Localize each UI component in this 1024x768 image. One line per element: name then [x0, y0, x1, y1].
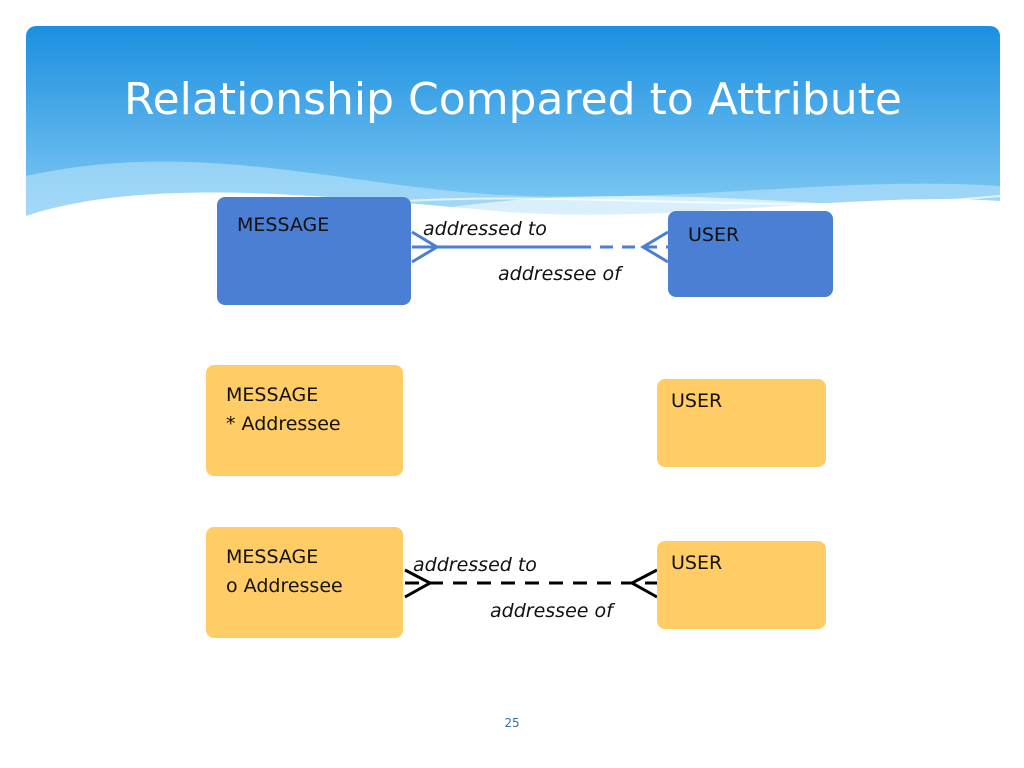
- slide-title: Relationship Compared to Attribute: [123, 74, 903, 125]
- entity-attribute: * Addressee: [226, 413, 341, 435]
- top-relationship-line: [411, 230, 669, 264]
- entity-message-top: MESSAGE: [217, 197, 411, 305]
- entity-message-middle: MESSAGE * Addressee: [206, 365, 403, 476]
- relationship-label-forward-top: addressed to: [423, 218, 547, 240]
- relationship-label-reverse-bottom: addressee of: [490, 600, 613, 622]
- bottom-crowsfoot-user-icon: [628, 568, 658, 599]
- entity-name: MESSAGE: [226, 546, 319, 568]
- relationship-label-forward-bottom: addressed to: [413, 554, 537, 576]
- bottom-relationship-line: [404, 568, 658, 599]
- entity-name: USER: [688, 224, 740, 246]
- relationship-label-reverse-top: addressee of: [498, 263, 621, 285]
- entity-name: USER: [671, 552, 723, 574]
- top-crowsfoot-message-icon: [411, 230, 440, 264]
- entity-user-top: USER: [668, 211, 833, 297]
- entity-user-bottom: USER: [657, 541, 826, 629]
- entity-name: USER: [671, 390, 723, 412]
- bottom-crowsfoot-message-icon: [404, 568, 434, 599]
- entity-attribute: o Addressee: [226, 575, 343, 597]
- entity-name: MESSAGE: [237, 214, 330, 236]
- entity-name: MESSAGE: [226, 384, 319, 406]
- entity-user-middle: USER: [657, 379, 826, 467]
- entity-message-bottom: MESSAGE o Addressee: [206, 527, 403, 638]
- page-number: 25: [504, 716, 520, 730]
- top-crowsfoot-user-icon: [640, 230, 669, 264]
